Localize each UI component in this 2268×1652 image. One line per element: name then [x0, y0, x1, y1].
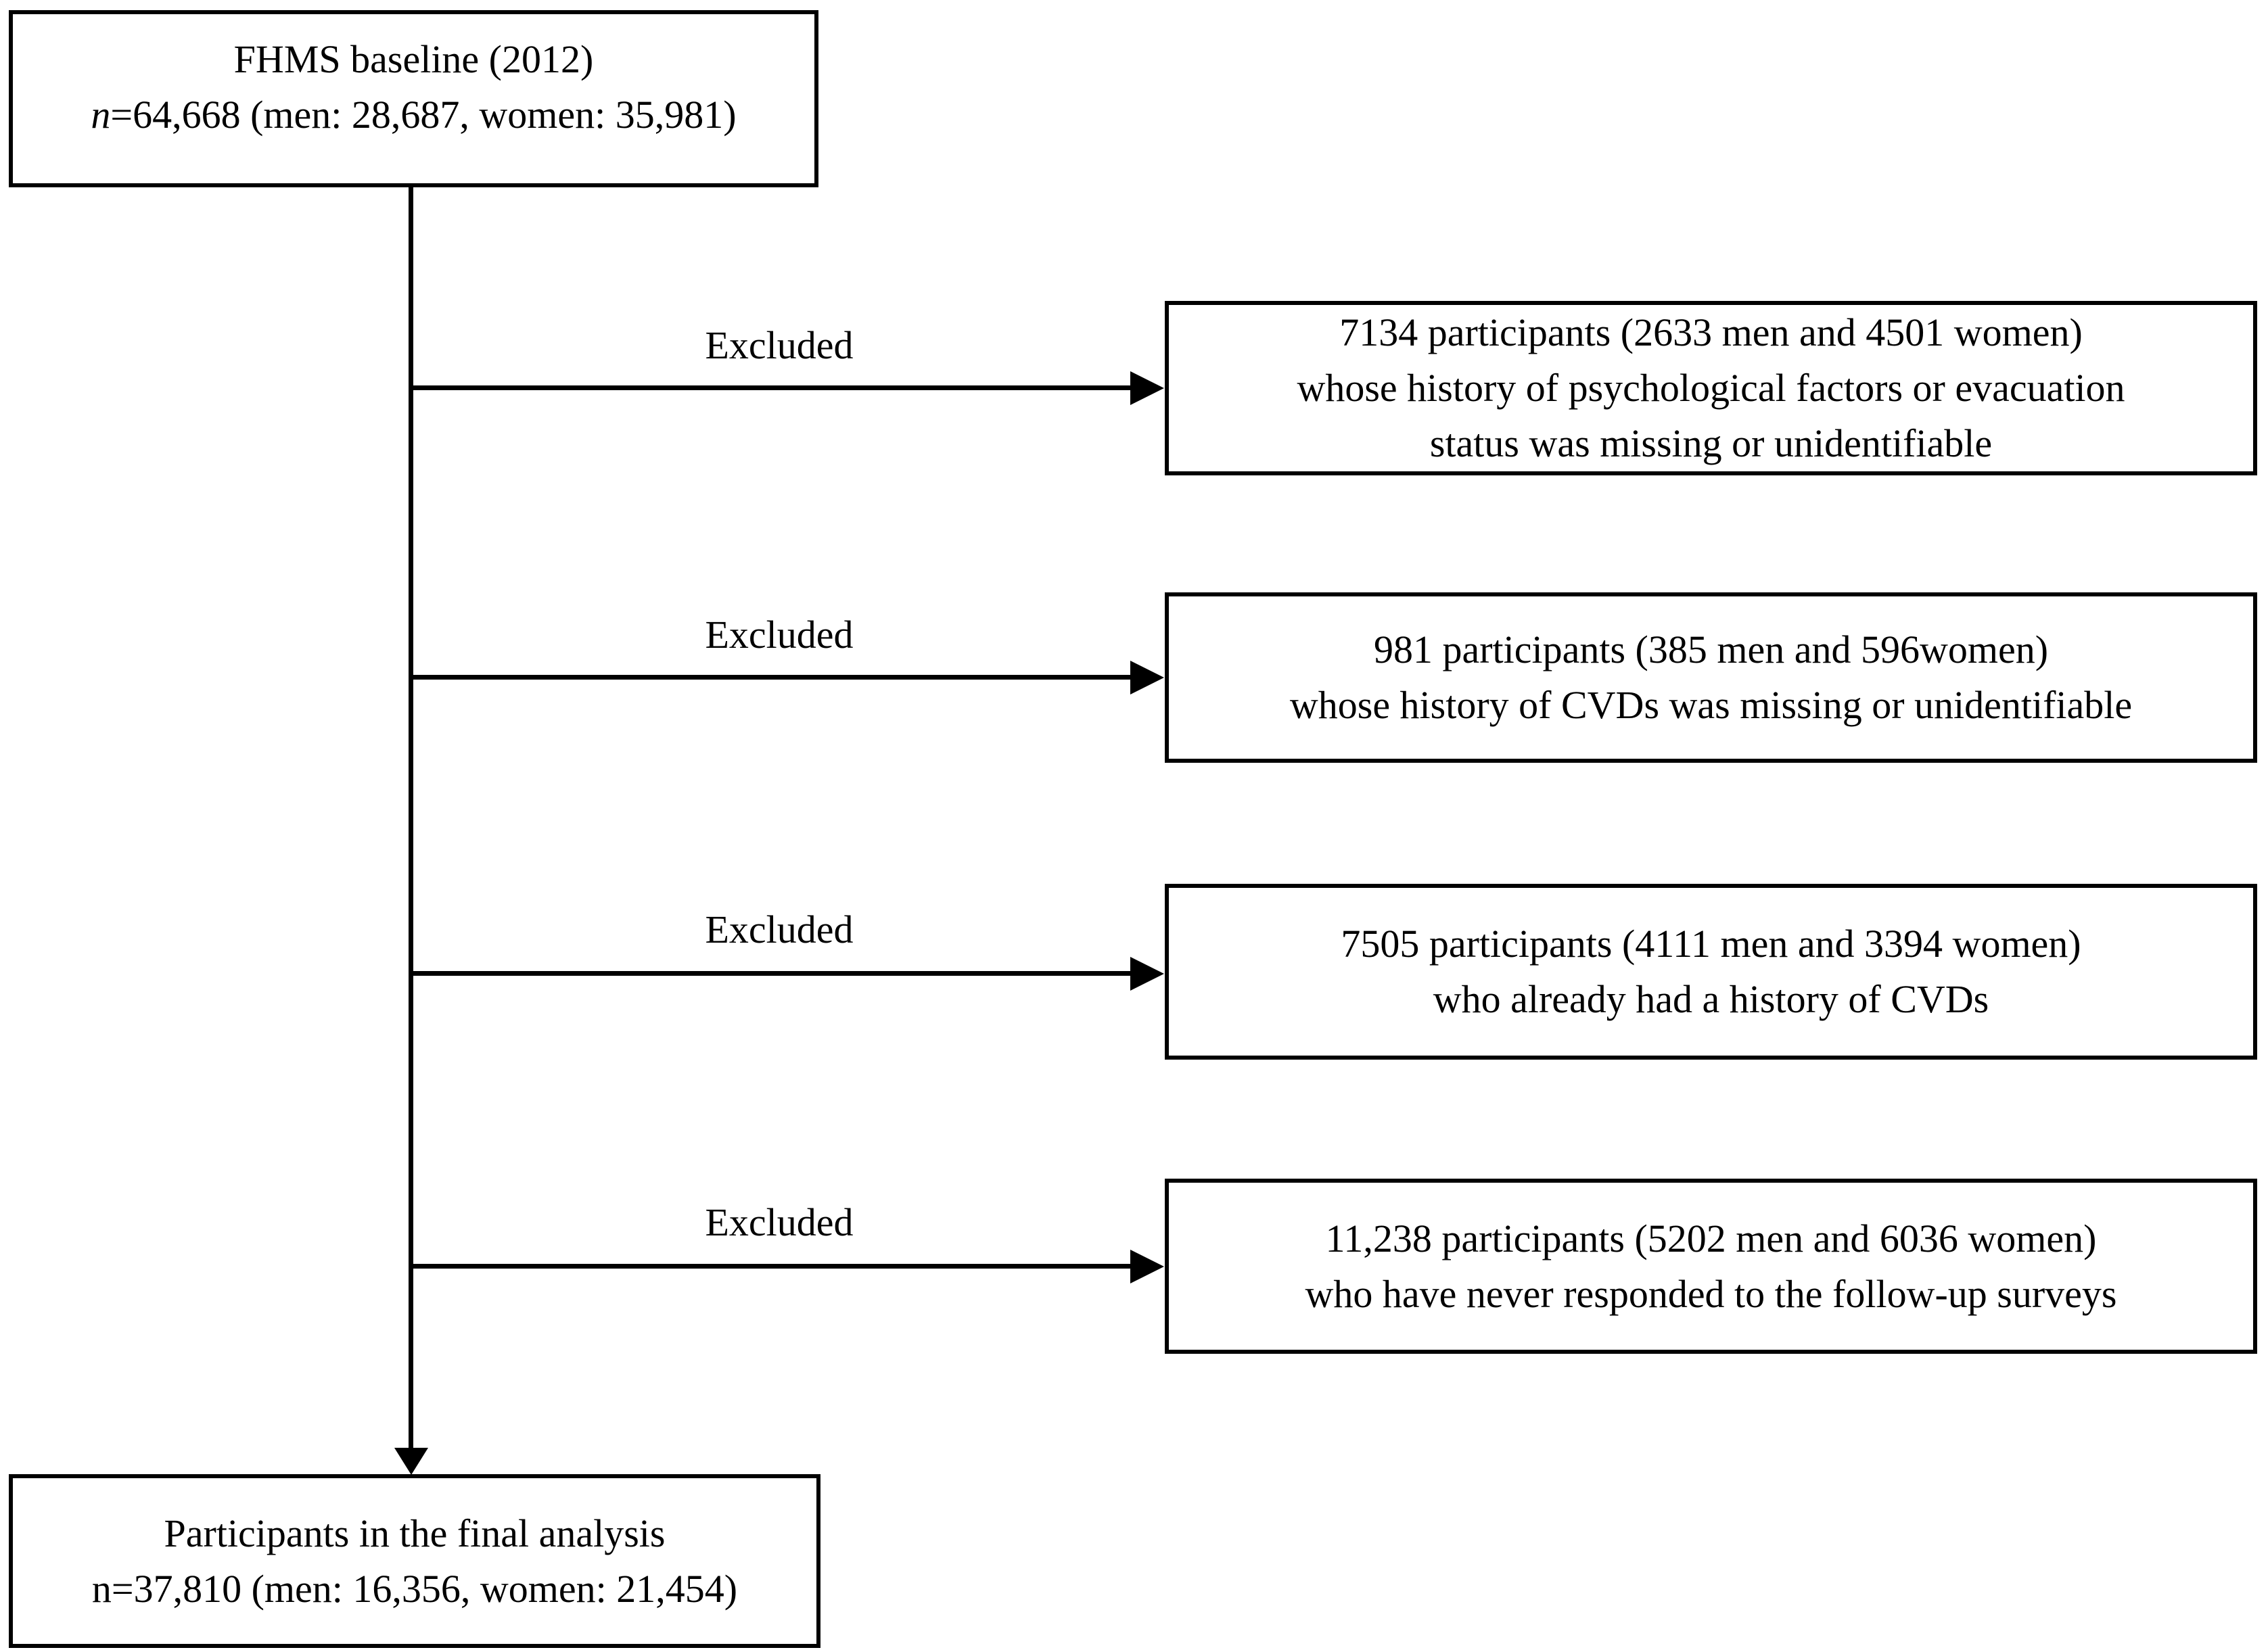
exclusion-3-line-1: 7505 participants (4111 men and 3394 wom…	[1341, 922, 2081, 966]
excluded-label-2: Excluded	[705, 613, 854, 657]
exclusion-1-line-3: status was missing or unidentifiable	[1429, 421, 1993, 465]
baseline-count-numbers: =64,668 (men: 28,687, women: 35,981)	[110, 93, 737, 137]
exclusion-3-line-2: who already had a history of CVDs	[1433, 977, 1989, 1021]
main-flow-line	[409, 187, 413, 1448]
excluded-label-4: Excluded	[705, 1200, 854, 1244]
right-arrowhead-icon-3	[1130, 957, 1164, 991]
baseline-count: n=64,668 (men: 28,687, women: 35,981)	[91, 87, 736, 143]
baseline-title: FHMS baseline (2012)	[233, 37, 594, 81]
exclusion-1-line-1: 7134 participants (2633 men and 4501 wom…	[1339, 310, 2083, 354]
final-box: Participants in the final analysis n=37,…	[9, 1474, 820, 1648]
exclusion-2-line-2: whose history of CVDs was missing or uni…	[1289, 683, 2133, 727]
exclusion-arrow-line-1	[411, 385, 1132, 390]
down-arrowhead-icon	[394, 1448, 428, 1475]
final-title: Participants in the final analysis	[164, 1511, 666, 1555]
exclusion-4-line-2: who have never responded to the follow-u…	[1305, 1271, 2117, 1316]
exclusion-2-line-1: 981 participants (385 men and 596women)	[1373, 628, 2049, 671]
exclusion-box-1: 7134 participants (2633 men and 4501 wom…	[1165, 301, 2257, 475]
exclusion-arrow-line-4	[411, 1264, 1132, 1269]
baseline-box: FHMS baseline (2012) n=64,668 (men: 28,6…	[9, 10, 818, 187]
final-count: n=37,810 (men: 16,356, women: 21,454)	[91, 1566, 738, 1611]
n-symbol: n	[91, 93, 111, 137]
exclusion-4-line-1: 11,238 participants (5202 men and 6036 w…	[1325, 1216, 2097, 1260]
exclusion-box-3: 7505 participants (4111 men and 3394 wom…	[1165, 884, 2257, 1060]
exclusion-box-2: 981 participants (385 men and 596women) …	[1165, 592, 2257, 763]
exclusion-arrow-line-3	[411, 971, 1132, 976]
excluded-label-3: Excluded	[705, 907, 854, 951]
right-arrowhead-icon-1	[1130, 371, 1164, 405]
exclusion-1-line-2: whose history of psychological factors o…	[1297, 366, 2125, 410]
right-arrowhead-icon-2	[1130, 661, 1164, 694]
exclusion-box-4: 11,238 participants (5202 men and 6036 w…	[1165, 1179, 2257, 1354]
exclusion-arrow-line-2	[411, 675, 1132, 680]
right-arrowhead-icon-4	[1130, 1250, 1164, 1283]
excluded-label-1: Excluded	[705, 323, 854, 367]
